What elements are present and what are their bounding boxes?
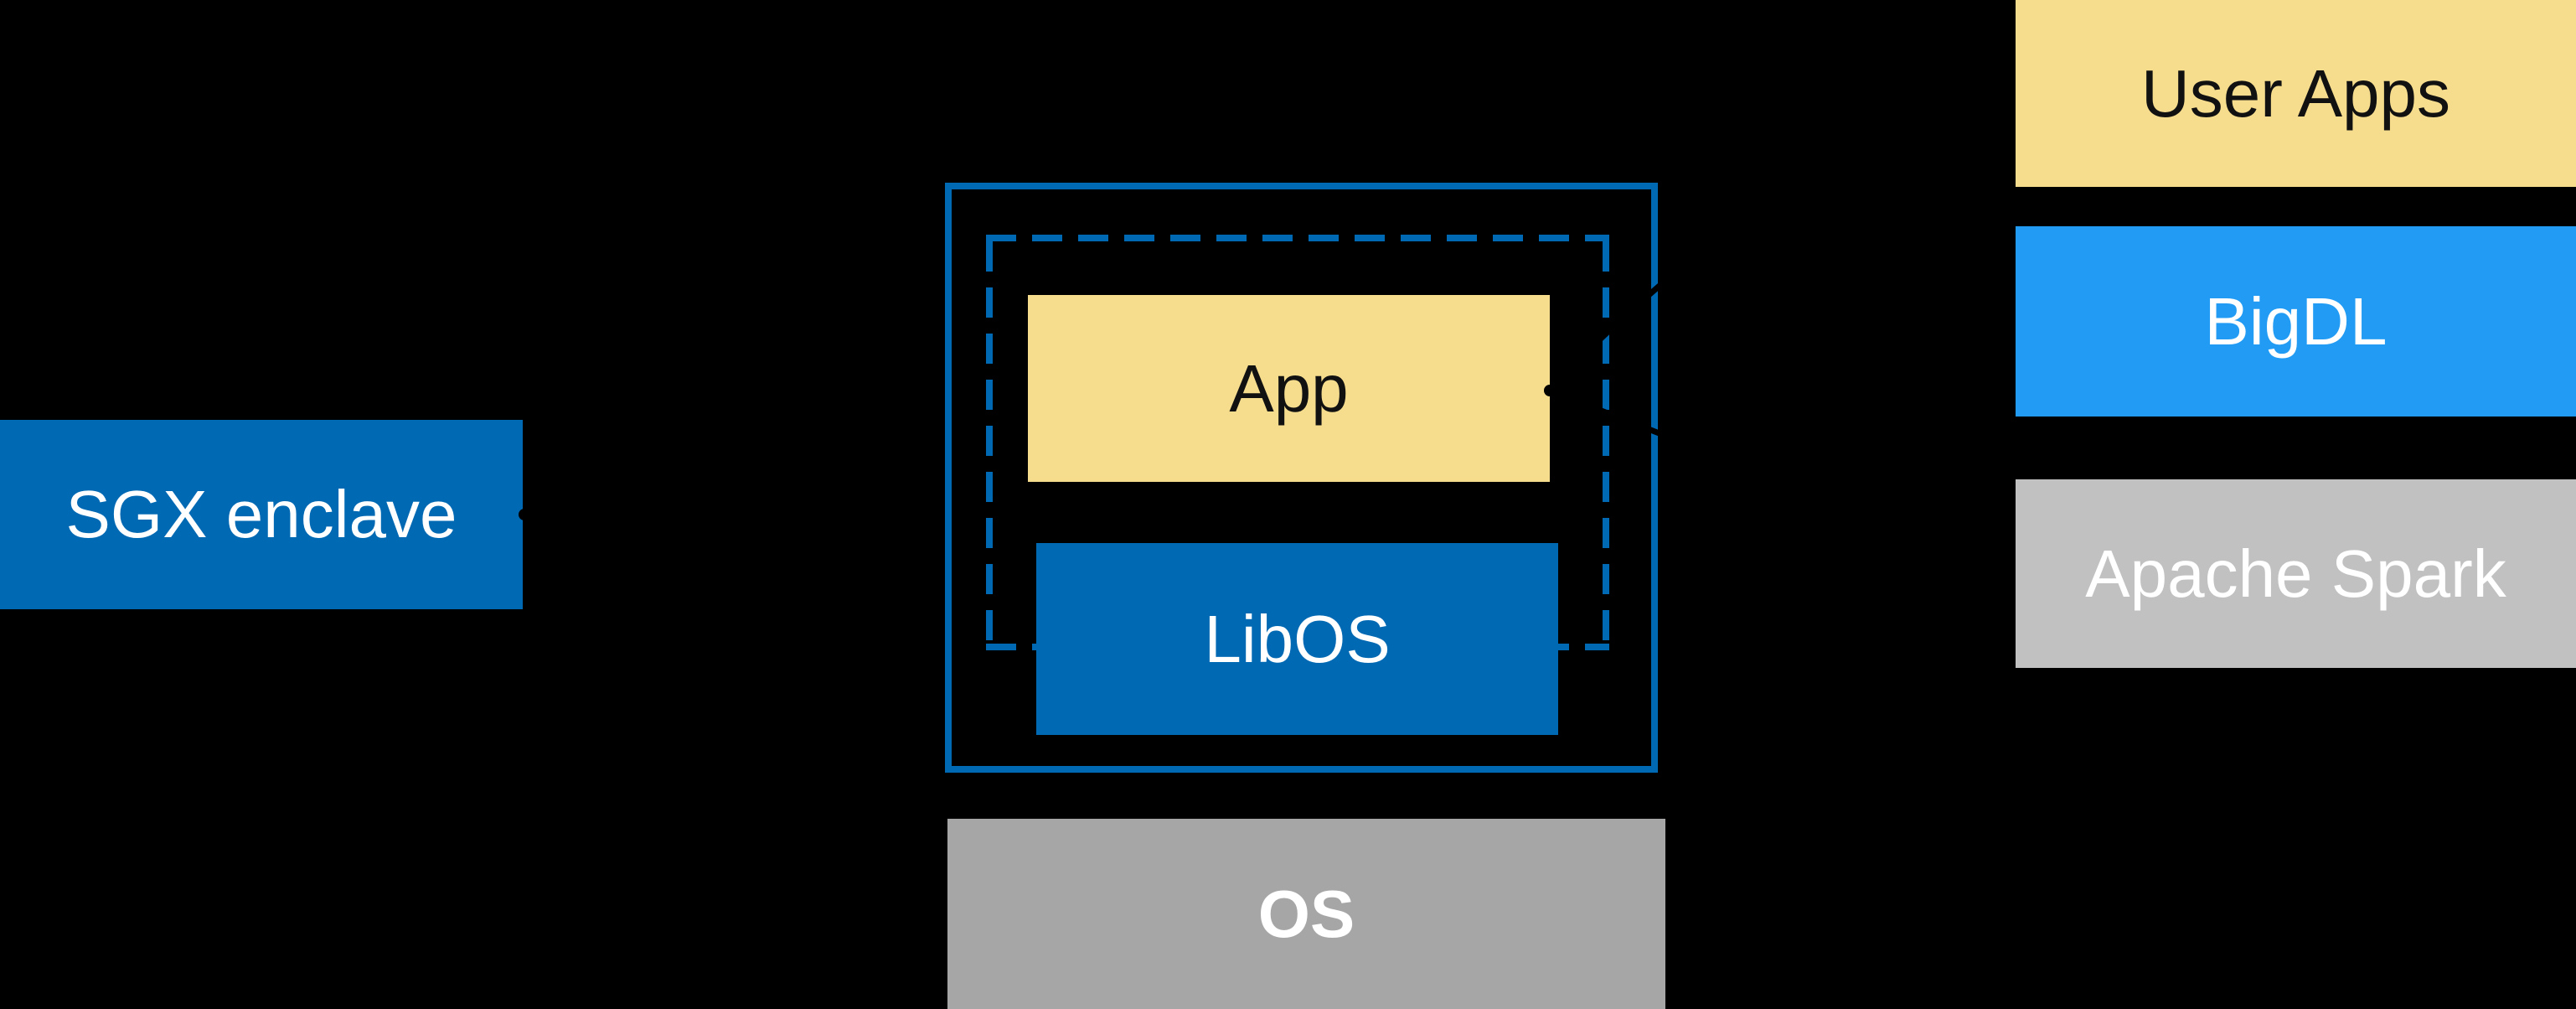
libos-box: LibOS [1036,543,1558,735]
bigdl-label: BigDL [2204,283,2388,359]
libos-label: LibOS [1204,601,1391,676]
sgx-enclave-box: SGX enclave [0,420,523,609]
os-box: OS [947,819,1665,1009]
sgx-enclave-label: SGX enclave [65,477,457,551]
apache-spark-label: Apache Spark [2085,536,2506,611]
connector-upper-leader-line [1547,23,2012,393]
bigdl-box: BigDL [2016,226,2576,417]
connector-lower-leader-line [1548,387,2004,571]
app-box: App [1028,295,1550,482]
user-apps-box: User Apps [2016,0,2576,187]
os-label: OS [1257,876,1355,951]
app-label: App [1229,350,1349,426]
user-apps-label: User Apps [2140,55,2451,131]
apache-spark-box: Apache Spark [2016,479,2576,668]
